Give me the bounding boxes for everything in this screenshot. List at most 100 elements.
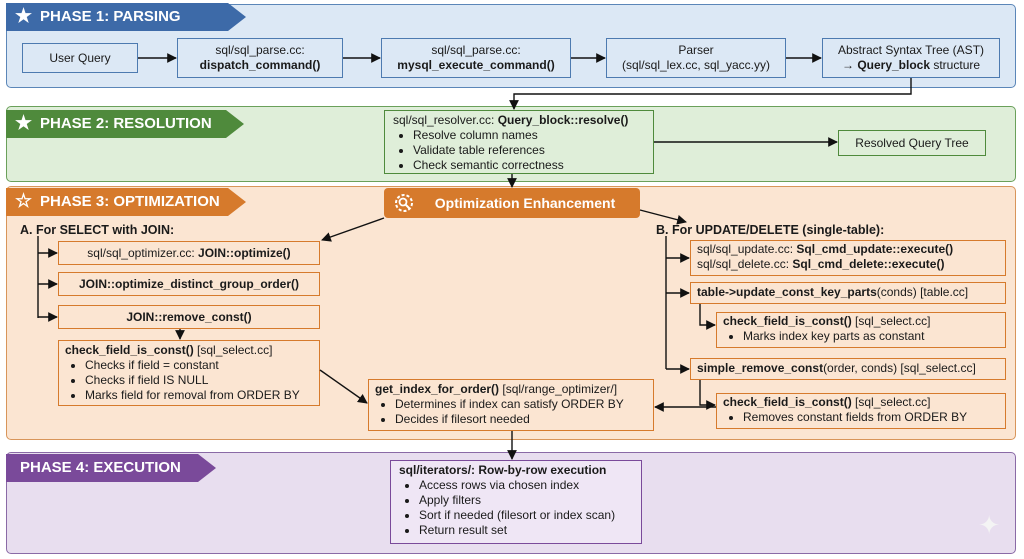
cfic-r1-fn: check_field_is_const() bbox=[723, 314, 852, 328]
phase1-title: PHASE 1: PARSING bbox=[40, 8, 181, 25]
join-optimize-text: sql/sql_optimizer.cc: JOIN::optimize() bbox=[87, 246, 290, 261]
arrow-enhancement-to-a bbox=[321, 217, 385, 242]
user-query-box: User Query bbox=[22, 43, 138, 73]
list-item: Checks if field = constant bbox=[85, 358, 313, 373]
star-icon: ★ bbox=[15, 6, 33, 27]
optimization-enhancement-button[interactable]: Optimization Enhancement bbox=[384, 188, 640, 218]
update-const-key-parts-box: table->update_const_key_parts(conds) [ta… bbox=[690, 282, 1006, 304]
ast-structure: → Query_block structure bbox=[842, 58, 980, 73]
arrow-ast-to-resolver bbox=[509, 78, 912, 110]
ast-arrow: → bbox=[841, 58, 858, 72]
del-file: sql/sql_delete.cc: bbox=[697, 257, 793, 271]
tucp-rest: (conds) [table.cc] bbox=[876, 285, 969, 299]
cfic-r2-heading: check_field_is_const() [sql_select.cc] bbox=[723, 395, 999, 410]
arrow-cfic-to-gifo bbox=[319, 369, 368, 404]
cfic-r1-file: [sql_select.cc] bbox=[851, 314, 931, 328]
gifo-fn: get_index_for_order() bbox=[375, 382, 500, 396]
dispatch-file: sql/sql_parse.cc: bbox=[215, 43, 305, 57]
star-outline-icon: ☆ bbox=[15, 191, 33, 212]
check-field-left-box: check_field_is_const() [sql_select.cc] C… bbox=[58, 340, 320, 406]
parser-title: Parser bbox=[678, 43, 714, 57]
delete-line: sql/sql_delete.cc: Sql_cmd_delete::execu… bbox=[697, 257, 999, 272]
join-optimize-box: sql/sql_optimizer.cc: JOIN::optimize() bbox=[58, 241, 320, 265]
parser-files: (sql/sql_lex.cc, sql_yacc.yy) bbox=[621, 58, 771, 72]
list-item: Marks index key parts as constant bbox=[743, 329, 999, 344]
phase2-banner: ★ PHASE 2: RESOLUTION bbox=[6, 110, 244, 138]
resolved-label: Resolved Query Tree bbox=[855, 135, 969, 150]
section-b-title: B. For UPDATE/DELETE (single-table): bbox=[656, 223, 885, 237]
list-item: Determines if index can satisfy ORDER BY bbox=[395, 397, 647, 412]
resolver-bullets: Resolve column names Validate table refe… bbox=[393, 128, 645, 173]
ast-box: Abstract Syntax Tree (AST) → Query_block… bbox=[822, 38, 1000, 78]
star-icon: ★ bbox=[15, 113, 33, 134]
resolved-query-tree-box: Resolved Query Tree bbox=[838, 130, 986, 156]
check-field-right1-box: check_field_is_const() [sql_select.cc] M… bbox=[716, 312, 1006, 348]
list-item: Checks if field IS NULL bbox=[85, 373, 313, 388]
upd-fn: Sql_cmd_update::execute() bbox=[796, 242, 954, 256]
mysql-execute-box: sql/sql_parse.cc: mysql_execute_command(… bbox=[381, 38, 571, 78]
distinct-fn: JOIN::optimize_distinct_group_order() bbox=[78, 276, 299, 291]
gear-search-icon bbox=[395, 194, 413, 212]
join-opt-file: sql/sql_optimizer.cc: bbox=[87, 245, 199, 260]
phase2-title: PHASE 2: RESOLUTION bbox=[40, 115, 212, 132]
list-item: Marks field for removal from ORDER BY bbox=[85, 388, 313, 403]
iterators-title: sql/iterators/: Row-by-row execution bbox=[399, 463, 607, 477]
section-a-title: A. For SELECT with JOIN: bbox=[20, 223, 175, 237]
list-item: Access rows via chosen index bbox=[419, 478, 633, 493]
user-query-label: User Query bbox=[49, 50, 111, 65]
list-item: Return result set bbox=[419, 523, 633, 538]
list-item: Decides if filesort needed bbox=[395, 412, 647, 427]
cfic-r2-bullets: Removes constant fields from ORDER BY bbox=[723, 410, 999, 425]
get-index-for-order-box: get_index_for_order() [sql/range_optimiz… bbox=[368, 379, 654, 431]
update-line: sql/sql_update.cc: Sql_cmd_update::execu… bbox=[697, 242, 999, 257]
list-item: Resolve column names bbox=[413, 128, 645, 143]
list-item: Validate table references bbox=[413, 143, 645, 158]
mysql-fn: mysql_execute_command() bbox=[397, 58, 555, 72]
src-rest: (order, conds) [sql_select.cc] bbox=[823, 361, 976, 375]
iterators-box: sql/iterators/: Row-by-row execution Acc… bbox=[390, 460, 642, 544]
tucp-fn: table->update_const_key_parts bbox=[697, 285, 877, 299]
ast-title: Abstract Syntax Tree (AST) bbox=[837, 43, 985, 57]
arrow-src-to-cfic bbox=[699, 380, 716, 410]
phase1-banner: ★ PHASE 1: PARSING bbox=[6, 3, 246, 31]
phase3-title: PHASE 3: OPTIMIZATION bbox=[40, 193, 220, 210]
cfic-r1-bullets: Marks index key parts as constant bbox=[723, 329, 999, 344]
update-delete-execute-box: sql/sql_update.cc: Sql_cmd_update::execu… bbox=[690, 240, 1006, 276]
list-item: Apply filters bbox=[419, 493, 633, 508]
list-item: Check semantic correctness bbox=[413, 158, 645, 173]
phase3-banner: ☆ PHASE 3: OPTIMIZATION bbox=[6, 188, 246, 216]
cfic-r2-file: [sql_select.cc] bbox=[851, 395, 931, 409]
iterators-bullets: Access rows via chosen index Apply filte… bbox=[399, 478, 633, 538]
cfic-left-fn: check_field_is_const() bbox=[65, 343, 194, 357]
cfic-left-file: [sql_select.cc] bbox=[193, 343, 273, 357]
ast-rest: structure bbox=[930, 58, 981, 72]
resolver-file: sql/sql_resolver.cc: bbox=[393, 113, 498, 127]
mysql-file: sql/sql_parse.cc: bbox=[431, 43, 521, 57]
parser-box: Parser (sql/sql_lex.cc, sql_yacc.yy) bbox=[606, 38, 786, 78]
enhancement-label: Optimization Enhancement bbox=[434, 195, 616, 211]
resolver-heading: sql/sql_resolver.cc: Query_block::resolv… bbox=[393, 113, 645, 128]
del-fn: Sql_cmd_delete::execute() bbox=[792, 257, 945, 271]
phase4-title: PHASE 4: EXECUTION bbox=[20, 459, 181, 476]
dispatch-fn: dispatch_command() bbox=[199, 58, 321, 72]
remove-const-box: JOIN::remove_const() bbox=[58, 305, 320, 329]
cfic-left-bullets: Checks if field = constant Checks if fie… bbox=[65, 358, 313, 403]
resolver-fn: Query_block::resolve() bbox=[497, 113, 629, 127]
list-item: Sort if needed (filesort or index scan) bbox=[419, 508, 633, 523]
sparkle-icon: ✦ bbox=[978, 510, 1000, 540]
remove-const-fn: JOIN::remove_const() bbox=[126, 309, 252, 324]
gifo-file: [sql/range_optimizer/] bbox=[499, 382, 618, 396]
cfic-r1-heading: check_field_is_const() [sql_select.cc] bbox=[723, 314, 999, 329]
dispatch-command-box: sql/sql_parse.cc: dispatch_command() bbox=[177, 38, 343, 78]
distinct-group-order-box: JOIN::optimize_distinct_group_order() bbox=[58, 272, 320, 296]
src-fn: simple_remove_const bbox=[697, 361, 824, 375]
ast-query-block: Query_block bbox=[857, 58, 931, 72]
phase4-banner: PHASE 4: EXECUTION bbox=[6, 454, 216, 482]
list-item: Removes constant fields from ORDER BY bbox=[743, 410, 999, 425]
join-opt-fn: JOIN::optimize() bbox=[198, 245, 291, 260]
arrow-enhancement-to-b bbox=[639, 209, 687, 225]
cfic-r2-fn: check_field_is_const() bbox=[723, 395, 852, 409]
cfic-left-heading: check_field_is_const() [sql_select.cc] bbox=[65, 343, 313, 358]
resolver-box: sql/sql_resolver.cc: Query_block::resolv… bbox=[384, 110, 654, 174]
